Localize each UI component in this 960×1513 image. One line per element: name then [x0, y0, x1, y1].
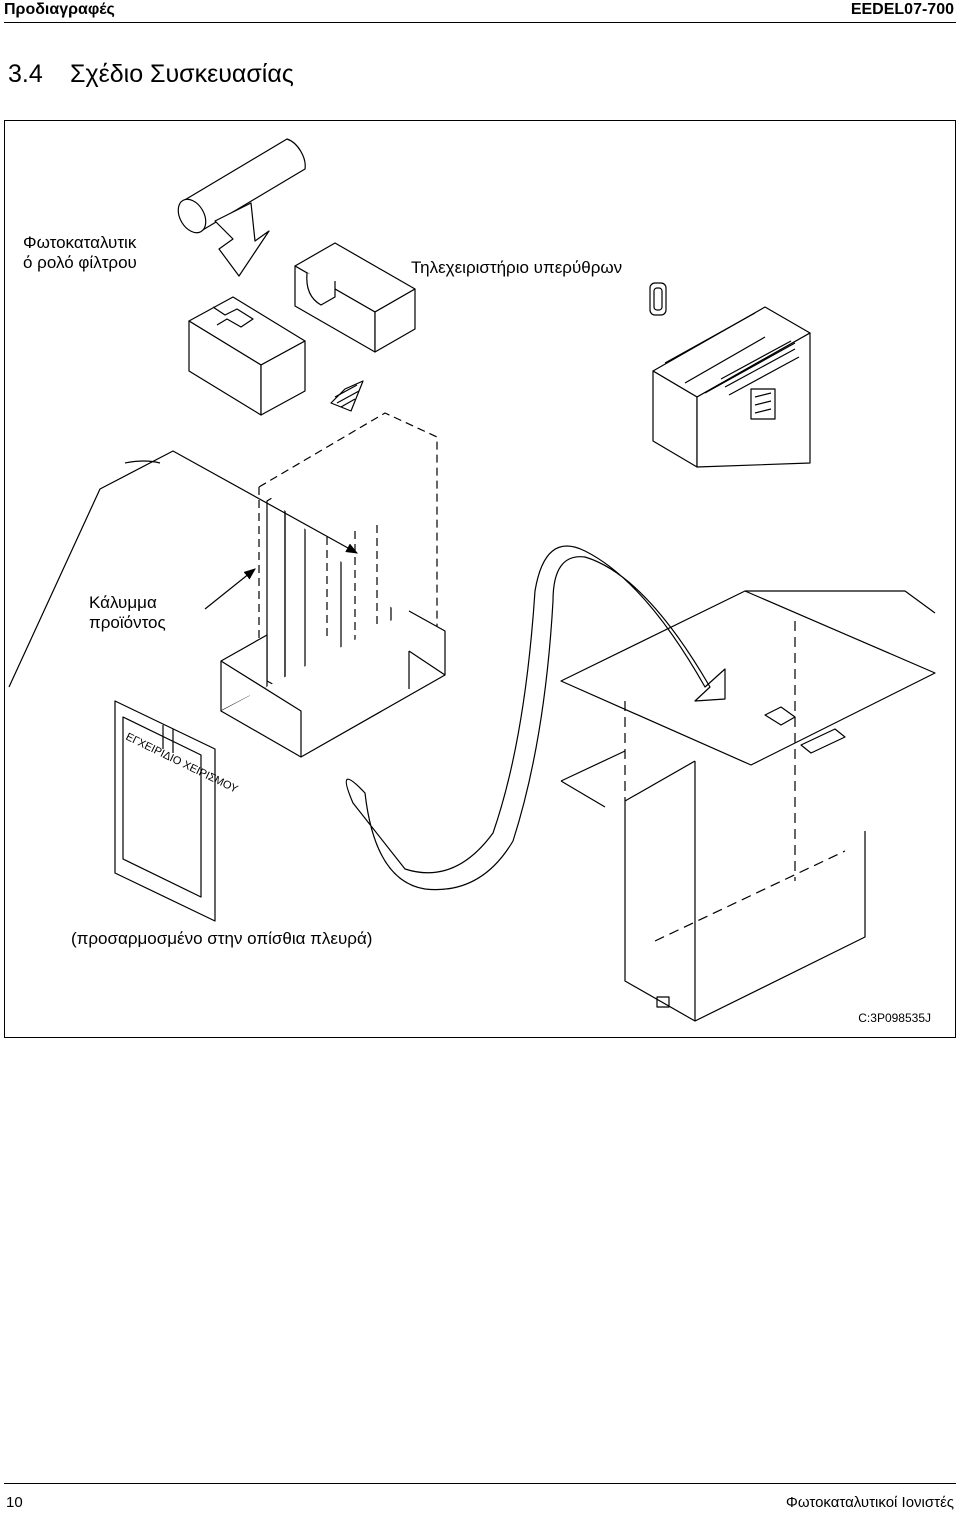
header-doc-code: EEDEL07-700 — [850, 1, 954, 18]
page-number: 10 — [6, 1494, 23, 1511]
label-product-cover: Κάλυμμα προϊόντος — [89, 593, 166, 633]
drawing-code: C:3P098535J — [858, 1011, 931, 1025]
footer-product: Φωτοκαταλυτικοί Ιονιστές — [785, 1494, 954, 1511]
packing-drawing: ΕΓΧΕΙΡΙΔΙΟ ΧΕΙΡΙΣΜΟΥ — [8, 138, 936, 1022]
section-number: 3.4 — [8, 60, 43, 88]
label-cover-line2: προϊόντος — [89, 613, 166, 632]
label-cover-line1: Κάλυμμα — [89, 593, 157, 612]
label-attached-back: (προσαρμοσμένο στην οπίσθια πλευρά) — [71, 929, 373, 948]
leader-outline — [8, 450, 359, 688]
pointer-cover — [124, 460, 161, 464]
operation-manual — [114, 700, 216, 922]
label-filter-roll: Φωτοκαταλυτικ ό ρολό φίλτρου — [23, 233, 137, 273]
carton-box — [560, 590, 936, 1022]
foam-block-right — [294, 242, 416, 353]
label-filter-roll-line2: ό ρολό φίλτρου — [23, 253, 137, 272]
foam-block-left — [188, 296, 306, 416]
label-filter-roll-line1: Φωτοκαταλυτικ — [23, 233, 137, 252]
page-title: 3.4 Σχέδιο Συσκευασίας — [8, 60, 294, 89]
label-remote: Τηλεχειριστήριο υπερύθρων — [411, 258, 623, 277]
packing-diagram: ΕΓΧΕΙΡΙΔΙΟ ΧΕΙΡΙΣΜΟΥ Φωτοκαταλυτικ ό ρολ… — [4, 120, 956, 1038]
filter-roll-cylinder — [177, 138, 306, 234]
header-rule — [4, 22, 956, 23]
strap-ribbon — [345, 545, 726, 891]
section-title: Σχέδιο Συσκευασίας — [70, 60, 294, 88]
footer-rule — [4, 1483, 956, 1484]
down-arrow — [214, 202, 270, 277]
air-purifier-unit — [652, 306, 811, 468]
header-section: Προδιαγραφές — [4, 1, 115, 18]
product-cover-assembly — [220, 412, 446, 758]
hatched-arrow — [330, 380, 364, 412]
pointer-cover-to-box — [204, 568, 256, 610]
